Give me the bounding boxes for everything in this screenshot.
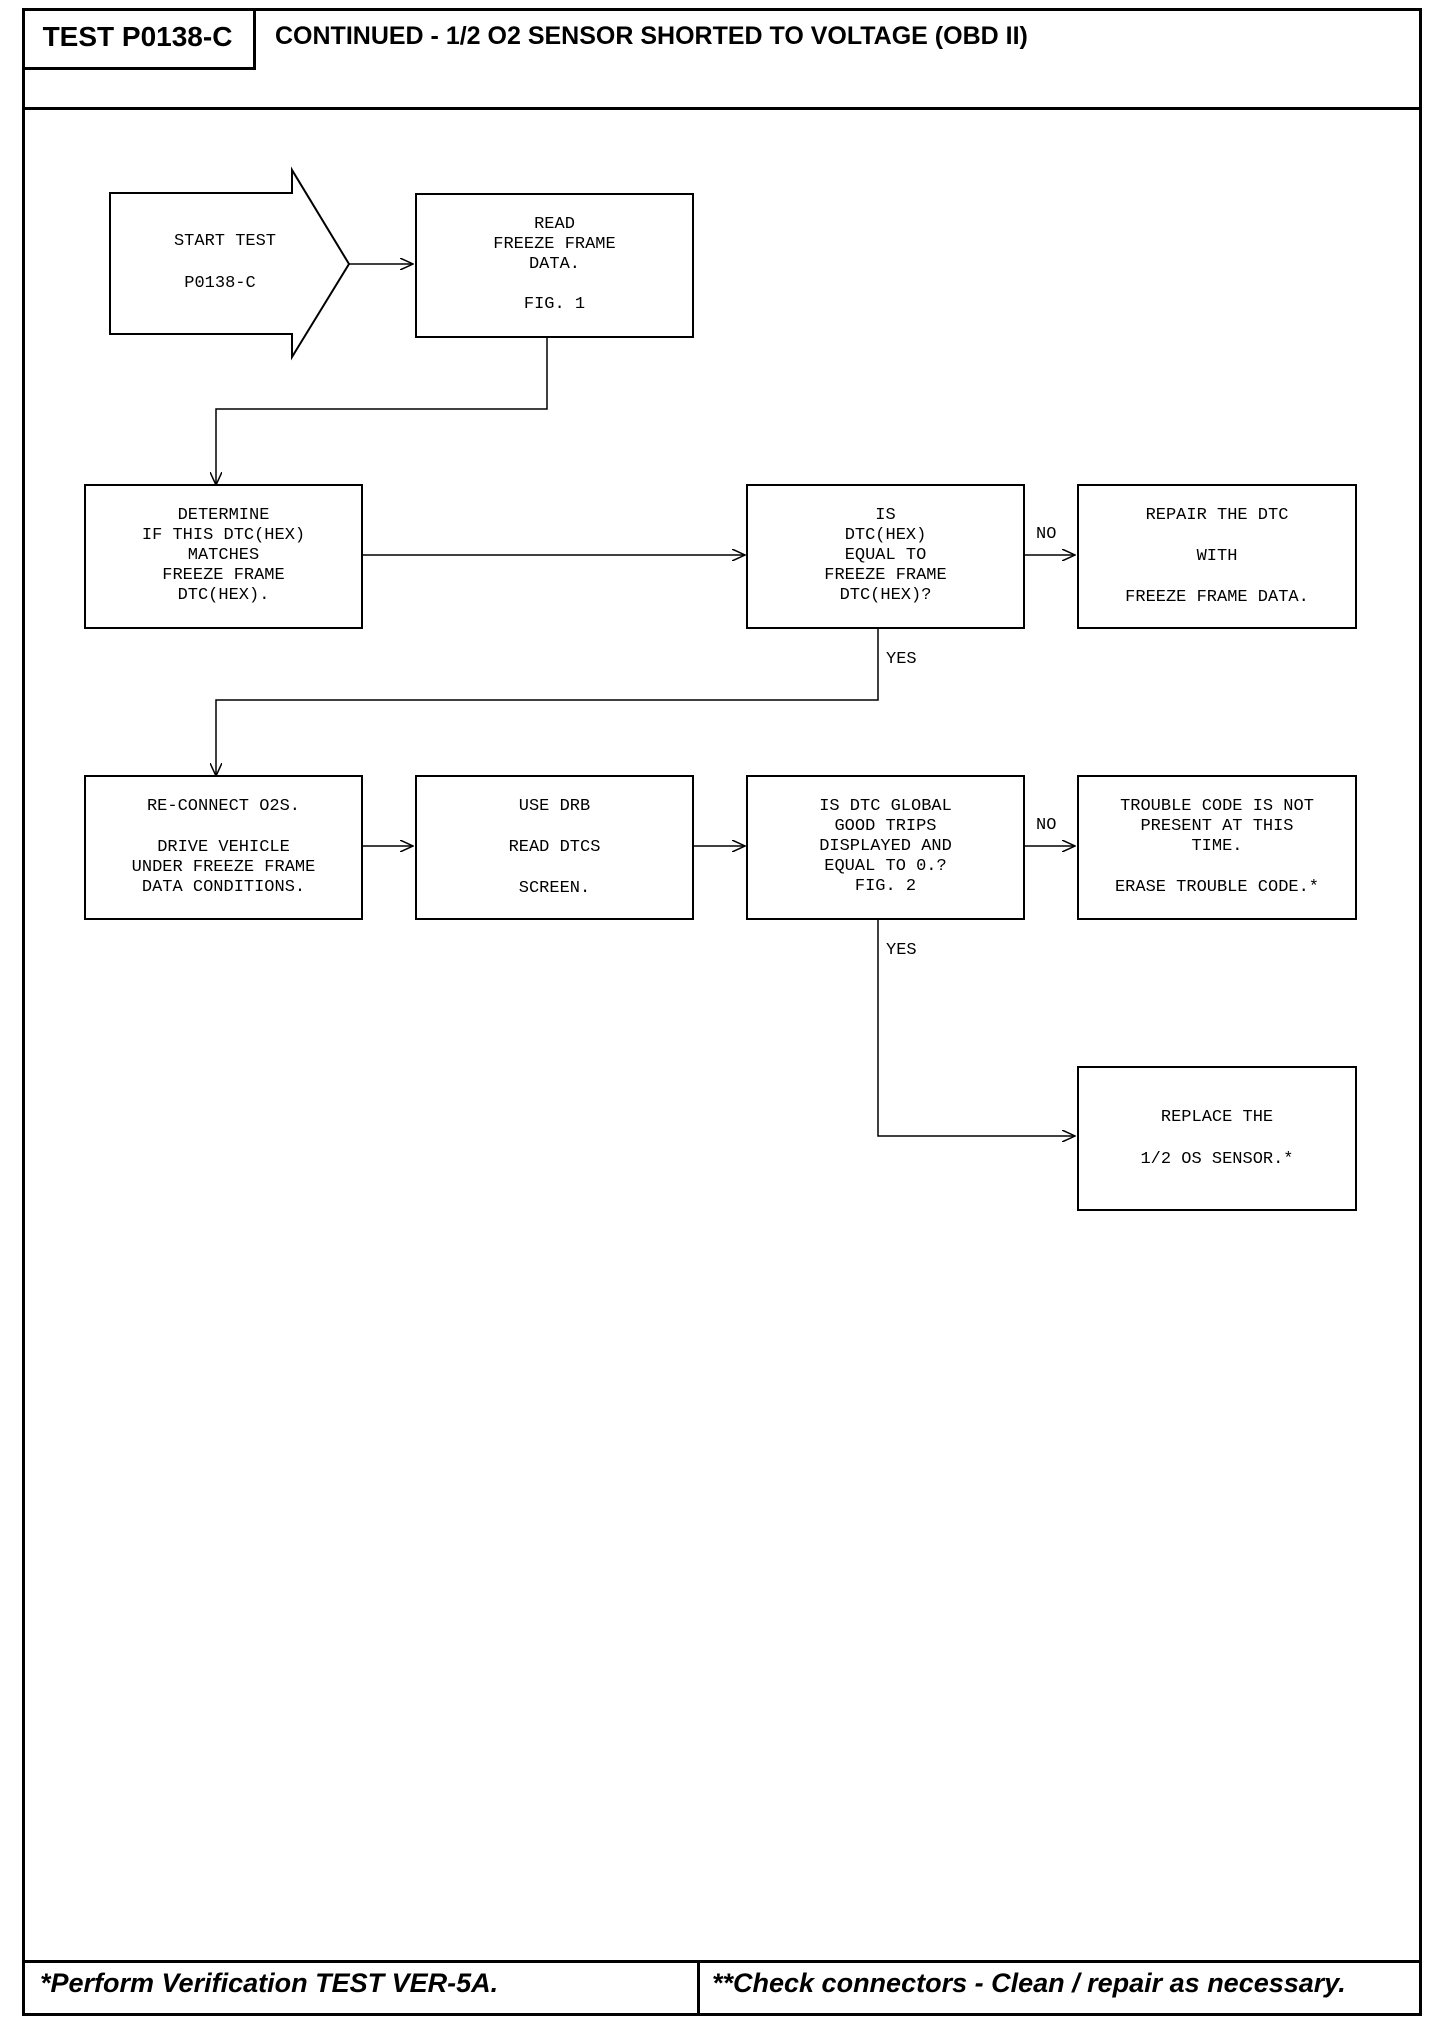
read-freeze-frame-box: READ FREEZE FRAME DATA. FIG. 1: [415, 193, 694, 338]
equal-line4: FREEZE FRAME: [824, 566, 947, 585]
global-line3: DISPLAYED AND: [819, 837, 952, 856]
connector-equal-reconnect: [216, 627, 879, 776]
no-label-2: NO: [1036, 816, 1057, 835]
replace-sensor-box: REPLACE THE 1/2 OS SENSOR.*: [1077, 1066, 1357, 1211]
replace-line2: 1/2 OS SENSOR.*: [1140, 1150, 1294, 1169]
repair-line3: FREEZE FRAME DATA.: [1125, 588, 1309, 607]
global-line5: FIG. 2: [854, 877, 917, 896]
trouble-code-box: TROUBLE CODE IS NOT PRESENT AT THIS TIME…: [1077, 775, 1357, 920]
page-title: CONTINUED - 1/2 O2 SENSOR SHORTED TO VOL…: [275, 22, 1028, 50]
read-line4: FIG. 1: [523, 295, 586, 314]
footer-row: [22, 1960, 1422, 2016]
yes-label-2: YES: [886, 941, 917, 960]
page-frame: [22, 8, 1422, 2016]
determine-line1: DETERMINE: [177, 506, 270, 525]
equal-line3: EQUAL TO: [844, 546, 927, 565]
trouble-line1: TROUBLE CODE IS NOT: [1120, 797, 1314, 816]
yes-label-1: YES: [886, 650, 917, 669]
equal-line2: DTC(HEX): [844, 526, 927, 545]
equal-line1: IS: [875, 506, 896, 525]
connector-global-replace: [877, 918, 1075, 1136]
determine-line3: MATCHES: [187, 546, 260, 565]
drb-line3: SCREEN.: [518, 879, 591, 898]
start-line2: P0138-C: [184, 274, 256, 293]
read-line3: DATA.: [528, 255, 580, 274]
footer-note-right: **Check connectors - Clean / repair as n…: [712, 1968, 1346, 1998]
reconnect-line4: DATA CONDITIONS.: [141, 878, 306, 897]
use-drb-box: USE DRB READ DTCS SCREEN.: [415, 775, 694, 920]
start-arrow-shape: [109, 166, 351, 361]
reconnect-line1: RE-CONNECT O2S.: [146, 797, 301, 816]
footer-note-left: *Perform Verification TEST VER-5A.: [40, 1968, 499, 1998]
determine-line4: FREEZE FRAME: [162, 566, 285, 585]
repair-dtc-box: REPAIR THE DTC WITH FREEZE FRAME DATA.: [1077, 484, 1357, 629]
trouble-line2: PRESENT AT THIS: [1140, 817, 1294, 836]
header-row: [22, 8, 1422, 110]
trouble-line3: TIME.: [1191, 837, 1243, 856]
is-dtc-equal-box: IS DTC(HEX) EQUAL TO FREEZE FRAME DTC(HE…: [746, 484, 1025, 629]
read-line2: FREEZE FRAME: [493, 235, 616, 254]
test-id: TEST P0138-C: [22, 8, 256, 70]
no-label-1: NO: [1036, 525, 1057, 544]
global-line4: EQUAL TO 0.?: [824, 857, 947, 876]
global-line2: GOOD TRIPS: [834, 817, 937, 836]
is-dtc-global-box: IS DTC GLOBAL GOOD TRIPS DISPLAYED AND E…: [746, 775, 1025, 920]
reconnect-o2s-box: RE-CONNECT O2S. DRIVE VEHICLE UNDER FREE…: [84, 775, 363, 920]
equal-line5: DTC(HEX)?: [839, 586, 932, 605]
drb-line2: READ DTCS: [508, 838, 601, 857]
global-line1: IS DTC GLOBAL: [819, 797, 952, 816]
repair-line2: WITH: [1196, 547, 1238, 566]
determine-line2: IF THIS DTC(HEX): [141, 526, 306, 545]
repair-line1: REPAIR THE DTC: [1145, 506, 1289, 525]
connector-read-determine: [216, 336, 548, 485]
trouble-line4: ERASE TROUBLE CODE.*: [1114, 878, 1320, 897]
reconnect-line3: UNDER FREEZE FRAME: [131, 858, 316, 877]
determine-line5: DTC(HEX).: [177, 586, 270, 605]
footer-divider: [697, 1960, 700, 2016]
read-line1: READ: [534, 215, 575, 234]
drb-line1: USE DRB: [518, 797, 591, 816]
start-line1: START TEST: [173, 232, 277, 251]
replace-line1: REPLACE THE: [1160, 1108, 1274, 1127]
determine-box: DETERMINE IF THIS DTC(HEX) MATCHES FREEZ…: [84, 484, 363, 629]
reconnect-line2: DRIVE VEHICLE: [157, 838, 290, 857]
